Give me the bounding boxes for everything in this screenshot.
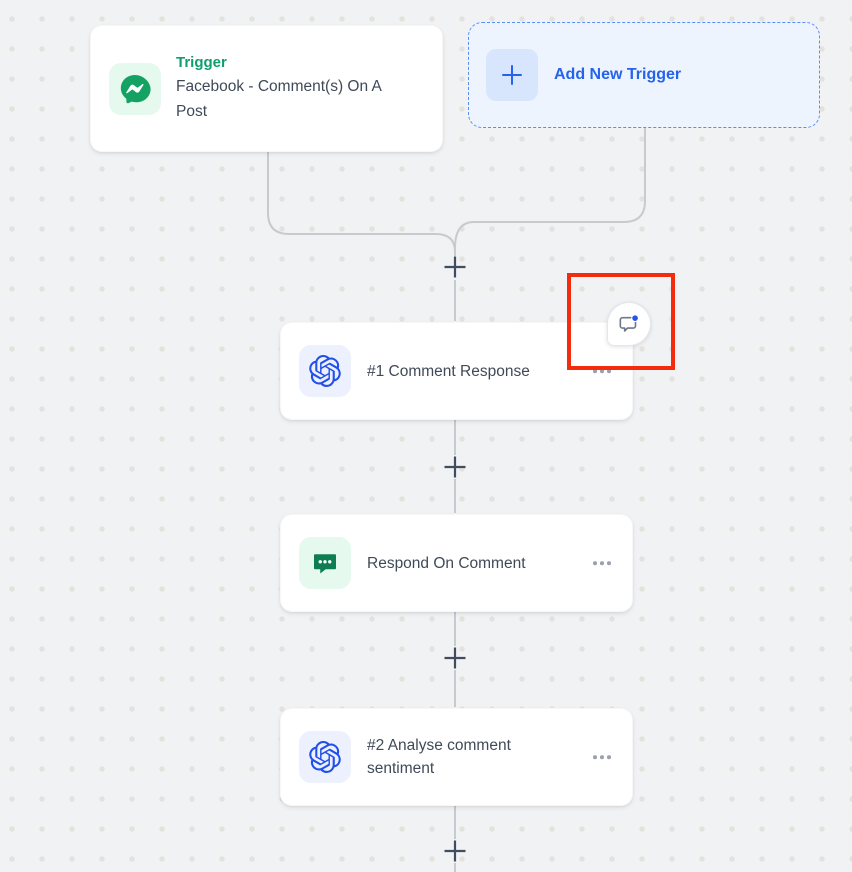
messenger-icon [109, 62, 161, 115]
openai-icon [299, 731, 351, 783]
more-options-button[interactable] [591, 751, 613, 763]
step-card-analyse-sentiment[interactable]: #2 Analyse comment sentiment [280, 708, 633, 806]
add-step-button-3[interactable] [443, 646, 467, 670]
chat-bubble-icon [619, 314, 639, 332]
add-step-button-4[interactable] [443, 839, 467, 863]
plus-icon [444, 456, 466, 478]
plus-icon [444, 647, 466, 669]
more-options-button[interactable] [591, 557, 613, 569]
step-card-respond-on-comment[interactable]: Respond On Comment [280, 514, 633, 612]
add-step-button-1[interactable] [443, 255, 467, 279]
add-new-trigger-label: Add New Trigger [554, 66, 682, 83]
comment-badge[interactable] [607, 302, 651, 346]
more-options-button[interactable] [591, 365, 613, 377]
step-title: #1 Comment Response [367, 362, 530, 380]
trigger-title: Facebook - Comment(s) On A Post [176, 77, 382, 120]
trigger-label: Trigger [176, 53, 227, 71]
step-card-comment-response[interactable]: #1 Comment Response [280, 322, 633, 420]
add-new-trigger-button[interactable]: Add New Trigger [468, 22, 820, 128]
plus-icon [444, 840, 466, 862]
trigger-card[interactable]: Trigger Facebook - Comment(s) On A Post [90, 25, 443, 152]
plus-icon [486, 49, 538, 101]
openai-icon [299, 345, 351, 397]
comment-icon [299, 537, 351, 589]
notification-dot [631, 314, 639, 323]
plus-icon [444, 256, 466, 278]
step-title: Respond On Comment [367, 554, 526, 572]
step-title: #2 Analyse comment sentiment [367, 737, 511, 777]
add-step-button-2[interactable] [443, 455, 467, 479]
